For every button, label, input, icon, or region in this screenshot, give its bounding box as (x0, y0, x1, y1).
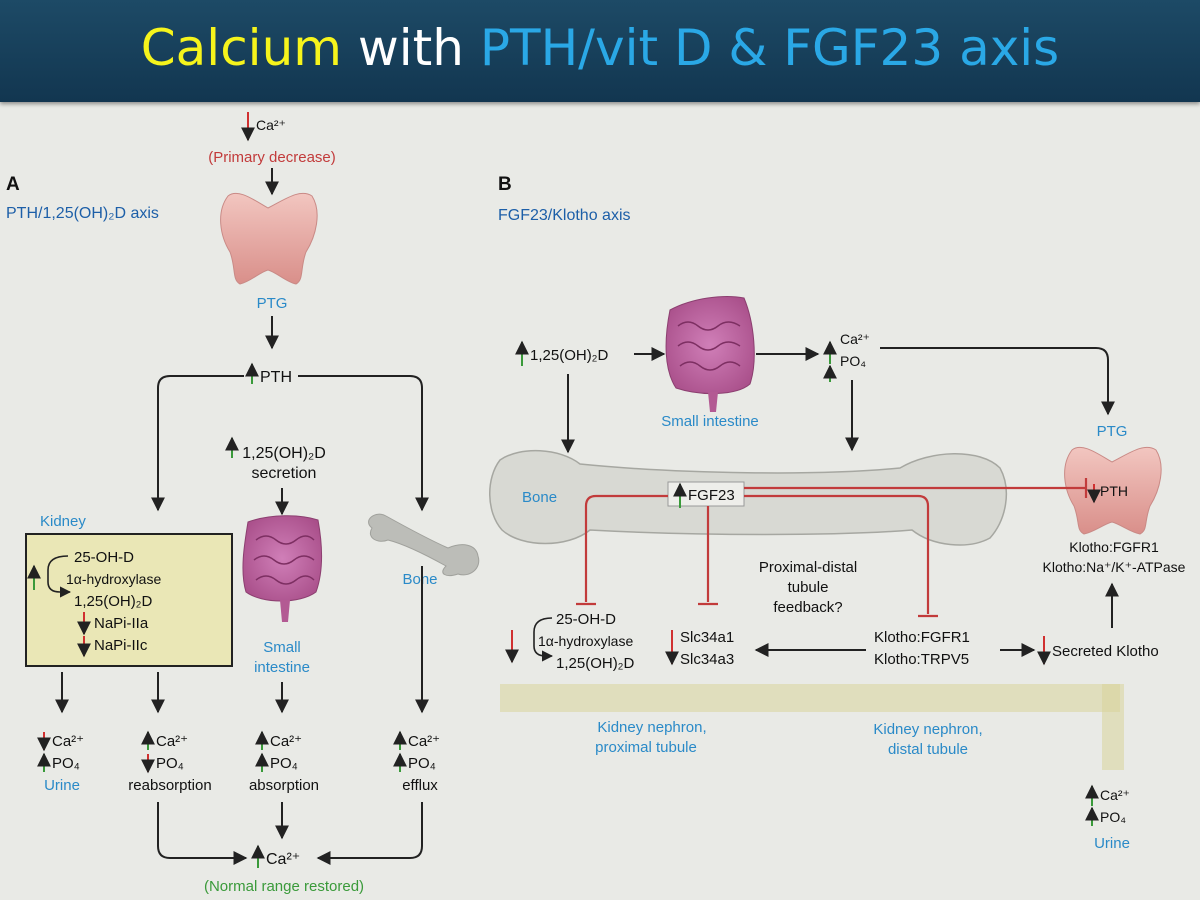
title-calcium: Calcium (140, 19, 342, 77)
kidney-box-line-4: NaPi-IIc (94, 637, 148, 654)
kidney-label: Kidney (40, 513, 86, 530)
small-intestine-label-1: Small (263, 639, 301, 656)
feedback-label-2: feedback? (773, 599, 842, 616)
vitd-secretion-label-2: secretion (252, 465, 317, 482)
feedback-label-1: tubule (788, 579, 829, 596)
urine-po4-label: PO₄ (52, 755, 80, 772)
pth-to-bone-arrow (298, 375, 429, 512)
feedback-label-0: Proximal-distal (759, 559, 857, 576)
thyroid-icon-a (220, 192, 318, 285)
proximal-loop-arrow (533, 617, 554, 662)
prox-box-line-1: 1α-hydroxylase (538, 633, 633, 649)
panel-a-heading: PTH/1,25(OH)₂D axis (6, 205, 159, 222)
slc34a3-label: Slc34a3 (680, 651, 734, 668)
bone-label-b: Bone (522, 489, 557, 506)
prox-box-line-0: 25-OH-D (556, 611, 616, 628)
slc34a1-label: Slc34a1 (680, 629, 734, 646)
secreted-klotho-label: Secreted Klotho (1052, 643, 1159, 660)
reabsorption-to-ca-arrow (157, 802, 248, 865)
small-intestine-icon-a (242, 515, 322, 622)
klotho-fgfr1-label: Klotho:FGFR1 (874, 629, 970, 646)
urine-ca-label: Ca²⁺ (52, 733, 84, 750)
intestine-po4-label: PO₄ (840, 353, 866, 369)
intestine-ca-label: Ca²⁺ (840, 331, 870, 347)
ca-to-ptg-arrow (880, 347, 1115, 416)
panel-b-letter: B (498, 174, 512, 195)
title-with: with (357, 19, 464, 77)
bone-icon-a (368, 513, 480, 577)
small-intestine-label-b: Small intestine (661, 413, 759, 430)
pth-to-kidney-arrow (151, 375, 244, 512)
nephron-distal-label-1: Kidney nephron, (873, 721, 982, 738)
slide-title: Calcium with PTH/vit D & FGF23 axis (0, 8, 1200, 88)
title-axis: PTH/vit D & FGF23 axis (479, 19, 1060, 77)
efflux-ca-label: Ca²⁺ (408, 733, 440, 750)
urine-ca-label-b: Ca²⁺ (1100, 787, 1130, 803)
ptg-label-b: PTG (1097, 423, 1128, 440)
urine-po4-label-b: PO₄ (1100, 809, 1126, 825)
normal-range-restored-label: (Normal range restored) (204, 878, 364, 895)
panel-b-heading: FGF23/Klotho axis (498, 207, 631, 224)
efflux-po4-label: PO₄ (408, 755, 436, 772)
kidney-box-line-1: 1α-hydroxylase (66, 571, 161, 587)
efflux-to-ca-arrow (316, 802, 423, 865)
reabsorption-label: reabsorption (128, 777, 211, 794)
bone-label-a: Bone (402, 571, 437, 588)
reabsorption-ca-label: Ca²⁺ (156, 733, 188, 750)
panel-a-letter: A (6, 174, 20, 195)
klotho-trpv5-label: Klotho:TRPV5 (874, 651, 969, 668)
kidney-box-line-0: 25-OH-D (74, 549, 134, 566)
klotho-atpase-label: Klotho:Na⁺/K⁺-ATPase (1043, 559, 1186, 575)
restored-ca-label: Ca²⁺ (266, 851, 300, 868)
kidney-loop-arrow (47, 555, 72, 598)
pth-label-b: PTH (1100, 483, 1128, 499)
primary-decrease-label: (Primary decrease) (208, 149, 336, 166)
vitd-secretion-label-1: 1,25(OH)₂D (242, 445, 326, 462)
klotho-fgfr1-ptg-label: Klotho:FGFR1 (1069, 539, 1159, 555)
top-calcium-label: Ca²⁺ (256, 117, 286, 133)
nephron-tubule-band (500, 684, 1124, 770)
ptg-label-a: PTG (257, 295, 288, 312)
efflux-label: efflux (402, 777, 438, 794)
kidney-box-line-3: NaPi-IIa (94, 615, 149, 632)
fgf23-inhibition-lines (576, 478, 1088, 618)
bone-icon-b (489, 450, 1008, 546)
urine-label-a: Urine (44, 777, 80, 794)
reabsorption-po4-label: PO₄ (156, 755, 184, 772)
absorption-label: absorption (249, 777, 319, 794)
small-intestine-icon-b (665, 296, 755, 412)
prox-box-line-2: 1,25(OH)₂D (556, 655, 635, 672)
pth-label-a: PTH (260, 369, 292, 386)
small-intestine-label-2: intestine (254, 659, 310, 676)
absorption-po4-label: PO₄ (270, 755, 298, 772)
title-banner: Calcium with PTH/vit D & FGF23 axis (0, 0, 1200, 102)
nephron-distal-label-2: distal tubule (888, 741, 968, 758)
kidney-box-line-2: 1,25(OH)₂D (74, 593, 153, 610)
urine-label-b: Urine (1094, 835, 1130, 852)
nephron-proximal-label-2: proximal tubule (595, 739, 697, 756)
nephron-proximal-label-1: Kidney nephron, (597, 719, 706, 736)
thyroid-icon-b (1064, 446, 1162, 535)
vitd-label-b: 1,25(OH)₂D (530, 347, 609, 364)
absorption-ca-label: Ca²⁺ (270, 733, 302, 750)
fgf23-label: FGF23 (688, 487, 735, 504)
